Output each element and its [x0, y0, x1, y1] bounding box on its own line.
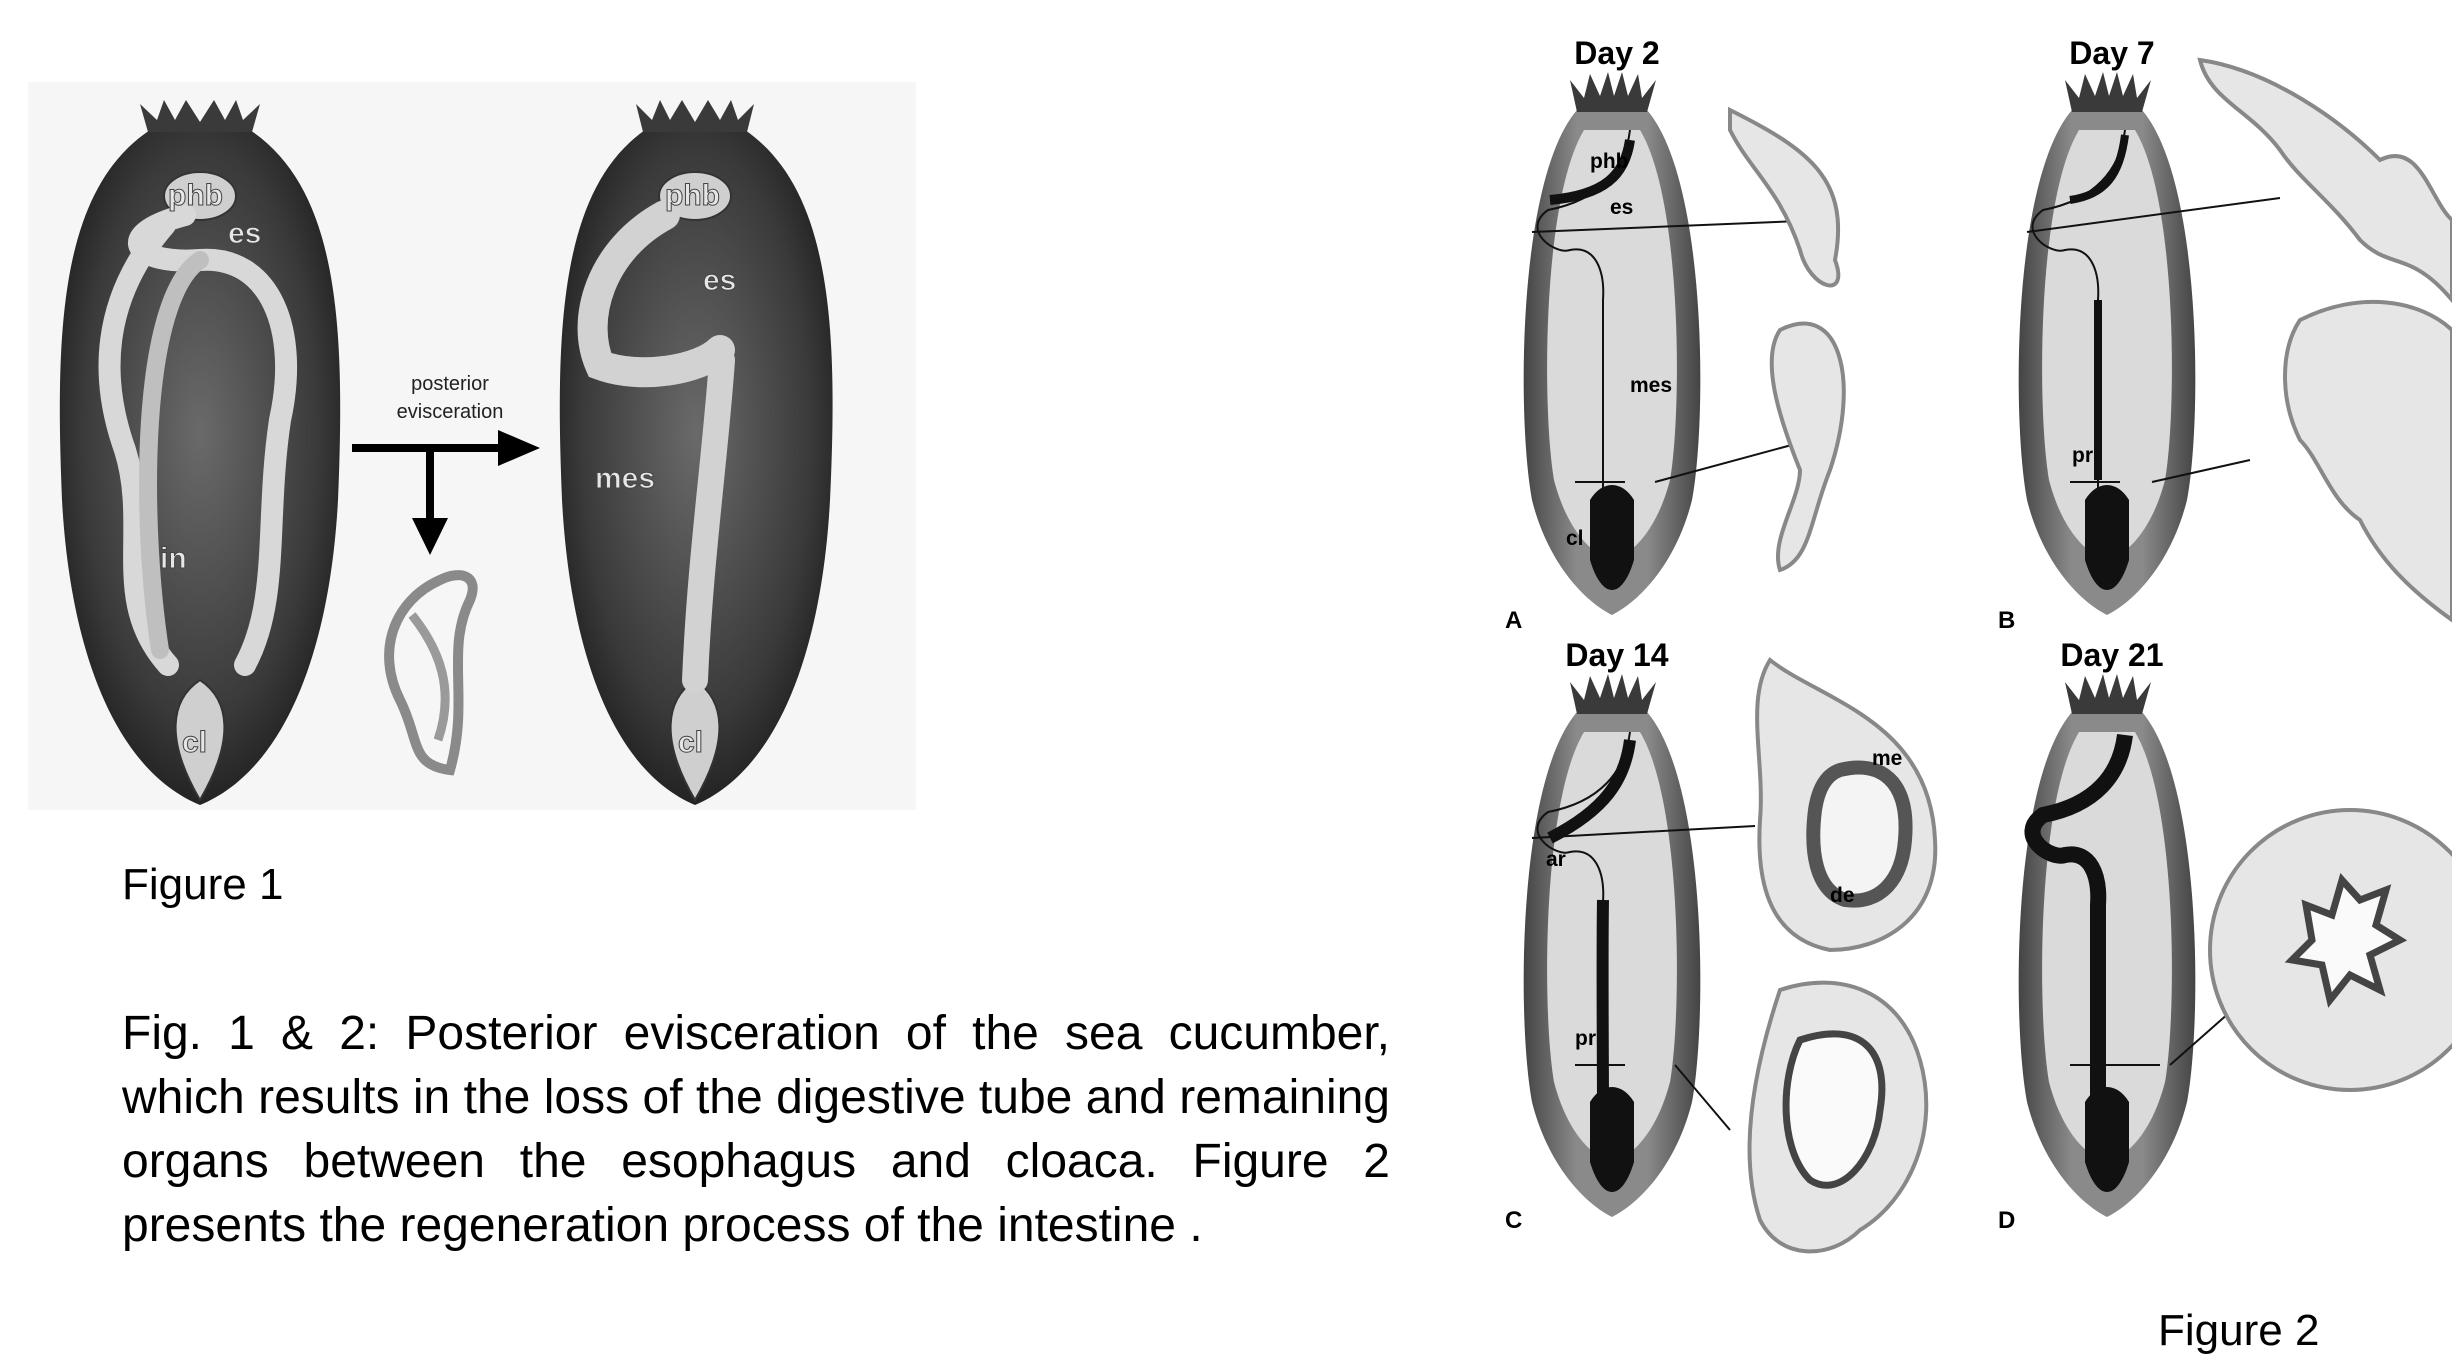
label-mes: mes	[1630, 374, 1672, 397]
panel-a: Day 2 phb es mes cl A	[1505, 35, 1844, 634]
panel-b-letter: B	[1998, 607, 2015, 634]
panel-c-letter: C	[1505, 1207, 1522, 1234]
fig1-label-mes: mes	[595, 462, 655, 495]
label-de: de	[1830, 884, 1855, 907]
figure-2-illustration: Day 2 phb es mes cl A Day 7 pr B Day 14	[1480, 0, 2452, 1300]
fig1-label-cl-right: cl	[678, 726, 703, 759]
label-pr-c: pr	[1575, 1027, 1596, 1050]
fig1-label-cl-left: cl	[182, 726, 207, 759]
panel-c-day: Day 14	[1565, 637, 1668, 673]
figure-description: Fig. 1 & 2: Posterior evisceration of th…	[122, 1002, 1390, 1258]
fig1-label-in: in	[160, 542, 187, 575]
panel-d-letter: D	[1998, 1207, 2015, 1234]
panel-b-day: Day 7	[2069, 35, 2154, 71]
figure-1-caption: Figure 1	[122, 860, 283, 910]
fig1-label-es-right: es	[703, 264, 736, 297]
figure-2-caption: Figure 2	[2158, 1306, 2319, 1356]
panel-c: Day 14 me de ar pr C	[1505, 637, 1935, 1251]
label-cl: cl	[1566, 527, 1584, 550]
arrow-label-evisceration: evisceration	[397, 401, 504, 423]
panel-d-day: Day 21	[2060, 637, 2163, 673]
arrow-label-posterior: posterior	[411, 373, 489, 395]
panel-a-day: Day 2	[1574, 35, 1659, 71]
fig1-label-es: es	[228, 217, 261, 250]
label-ar: ar	[1546, 848, 1566, 871]
fig1-label-phb: phb	[168, 179, 223, 212]
label-pr-b: pr	[2072, 444, 2093, 467]
figure-1-illustration: phb es in cl posterior evisceration phb …	[0, 0, 940, 830]
label-phb: phb	[1590, 150, 1628, 173]
panel-a-letter: A	[1505, 607, 1522, 634]
panel-d: Day 21 D	[1998, 637, 2452, 1234]
label-me: me	[1872, 747, 1902, 770]
fig1-label-phb-right: phb	[665, 179, 720, 212]
panel-b: Day 7 pr B	[1998, 35, 2452, 634]
label-es: es	[1610, 196, 1633, 219]
